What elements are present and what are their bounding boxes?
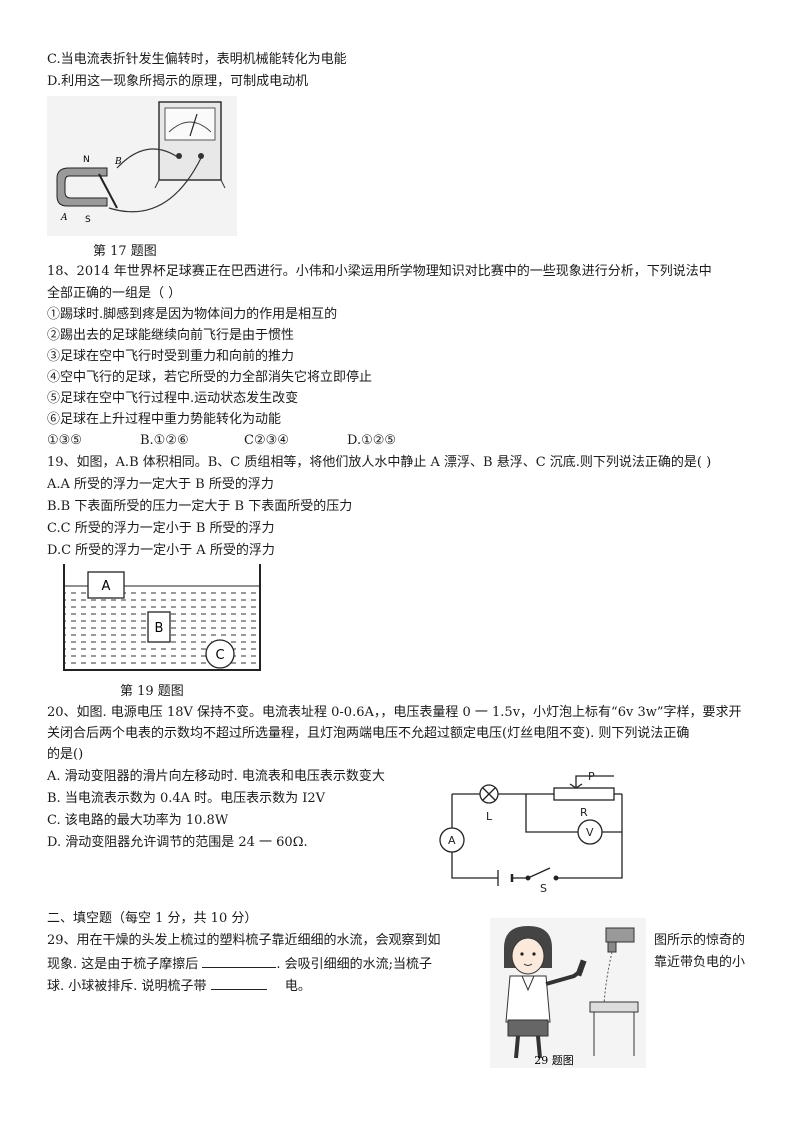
q20-option-a: A. 滑动变阻器的滑片向左移动时. 电流表和电压表示数变大	[47, 769, 385, 784]
q18-stem-line2: 全部正确的一组是（ ）	[47, 286, 182, 301]
q20-option-d: D. 滑动变阻器允许调节的范围是 24 一 60Ω.	[47, 835, 308, 850]
q18-item-1: ①踢球时.脚感到疼是因为物体间力的作用是相互的	[47, 307, 338, 322]
q18-item-6: ⑥足球在上升过程中重力势能转化为动能	[47, 412, 282, 427]
q29-line1-right: 图所示的惊奇的	[654, 933, 746, 948]
q29-blank-1[interactable]	[202, 953, 277, 968]
label-b: B	[114, 157, 122, 167]
label-s: S	[85, 215, 91, 225]
q29-line2-right: 靠近带负电的小	[654, 955, 746, 970]
q17-galvanometer-figure: N B A S	[47, 96, 237, 236]
q29-line2: 现象. 这是由于梳子摩擦后 . 会吸引细细的水流;当梳子	[47, 953, 432, 975]
q17-option-c: C.当电流表折针发生偏转时，表明机械能转化为电能	[47, 52, 347, 67]
q17-option-d: D.利用这一现象所揭示的原理，可制成电动机	[47, 74, 309, 89]
q17-figure-caption: 第 17 题图	[93, 244, 157, 259]
label-a: A	[60, 213, 68, 223]
q19-stem: 19、如图，A.B 体积相同。B、C 质组相等，将他们放人水中静止 A 漂浮、B…	[47, 455, 712, 470]
q19-option-c: C.C 所受的浮力一定小于 B 所受的浮力	[47, 521, 275, 536]
q18-item-2: ②踢出去的足球能继续向前飞行是由于惯性	[47, 328, 295, 343]
circuit-label-switch: S	[540, 882, 547, 895]
circuit-label-r: R	[580, 806, 588, 819]
q18-item-3: ③足球在空中飞行时受到重力和向前的推力	[47, 349, 295, 364]
q29-blank-2[interactable]	[210, 975, 267, 990]
ball-c-label: C	[215, 648, 224, 663]
q19-option-d: D.C 所受的浮力一定小于 A 所受的浮力	[47, 543, 275, 558]
block-a-label: A	[102, 579, 111, 594]
label-n: N	[83, 155, 90, 165]
circuit-label-p: P	[588, 770, 595, 783]
q18-stem-line1: 18、2014 年世界杯足球赛正在巴西进行。小伟和小梁运用所学物理知识对比赛中的…	[47, 264, 712, 279]
q19-figure-caption: 第 19 题图	[120, 684, 184, 699]
q29-line3: 球. 小球被排斥. 说明梳子带 电。	[47, 975, 311, 997]
q18-choice-d: D.①②⑤	[347, 433, 397, 448]
q19-option-a: A.A 所受的浮力一定大于 B 所受的浮力	[47, 477, 274, 492]
q20-option-c: C. 该电路的最大功率为 10.8W	[47, 813, 229, 828]
circuit-label-l: L	[486, 810, 493, 823]
q20-stem-line1: 20、如图. 电源电压 18V 保持不变。电流表址程 0-0.6A，，电压表量程…	[47, 705, 742, 720]
circuit-label-voltmeter: V	[586, 826, 594, 839]
q19-option-b: B.B 下表面所受的压力一定大于 B 下表面所受的压力	[47, 499, 353, 514]
q18-item-5: ⑤足球在空中飞行过程中.运动状态发生改变	[47, 391, 299, 406]
circuit-label-ammeter: A	[448, 834, 456, 847]
q29-line3-left: 球. 小球被排斥. 说明梳子带	[47, 979, 207, 994]
q29-line2-mid: . 会吸引细细的水流;当梳子	[276, 957, 433, 972]
q29-line1-left: 29、用在干燥的头发上梳过的塑料梳子靠近细细的水流，会观察到如	[47, 933, 441, 948]
block-b-label: B	[155, 621, 164, 636]
q20-stem-line3: 的是()	[47, 747, 84, 762]
q20-option-b: B. 当电流表示数为 0.4A 时。电压表示数为 I2V	[47, 791, 326, 806]
q18-item-4: ④空中飞行的足球，若它所受的力全部消失它将立即停止	[47, 370, 373, 385]
q20-stem-line2: 关闭合后两个电表的示数均不超过所选量程，且灯泡两端电压不允超过额定电压(灯丝电阻…	[47, 726, 690, 741]
q19-water-tank-figure: A B C	[63, 564, 261, 671]
q29-girl-comb-figure: 29 题图	[490, 918, 646, 1068]
q18-choice-b: B.①②⑥	[140, 433, 189, 448]
q29-line3-end: 电。	[284, 979, 311, 994]
q20-circuit-diagram: P R L A V S	[439, 770, 623, 895]
q29-line2-left: 现象. 这是由于梳子摩擦后	[47, 957, 199, 972]
q29-figure-caption: 29 题图	[534, 1054, 574, 1067]
section2-title: 二、填空题（每空 1 分，共 10 分）	[47, 911, 258, 926]
q18-choice-a: ①③⑤	[47, 433, 82, 448]
q18-choice-c: C②③④	[244, 433, 289, 448]
